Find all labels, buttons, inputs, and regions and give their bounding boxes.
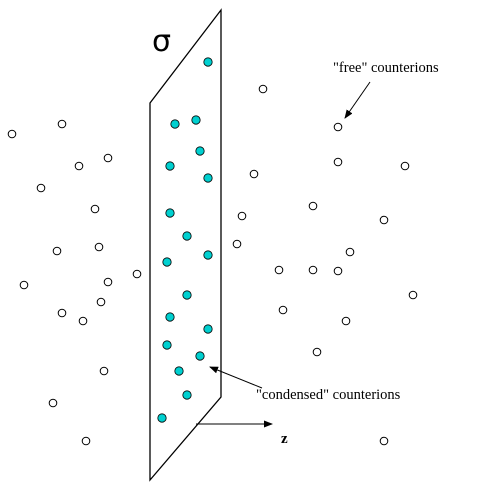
free-counterion — [232, 239, 242, 249]
free-counterion — [400, 161, 410, 171]
free-counterion — [74, 161, 84, 171]
free-counterion — [96, 297, 106, 307]
free-counterion — [94, 242, 104, 252]
free-counterion — [308, 265, 318, 275]
condensed-counterion — [170, 119, 180, 129]
free-counterion — [237, 211, 247, 221]
free-counterion — [52, 246, 62, 256]
free-counterion — [36, 183, 46, 193]
free-counterion — [278, 305, 288, 315]
free-counterion — [341, 316, 351, 326]
free-counterion — [379, 436, 389, 446]
condensed-counterion — [162, 257, 172, 267]
free-counterion — [90, 204, 100, 214]
free-counterion — [308, 201, 318, 211]
free-counterion — [274, 265, 284, 275]
condensed-counterion — [162, 340, 172, 350]
condensed-counterion — [174, 366, 184, 376]
condensed-counterion — [157, 413, 167, 423]
free-counterion — [99, 366, 109, 376]
condensed-counterions-arrow — [209, 366, 263, 389]
free-counterion — [57, 308, 67, 318]
free-counterion — [333, 122, 343, 132]
condensed-counterion — [195, 351, 205, 361]
free-counterion — [379, 215, 389, 225]
condensed-counterion — [182, 290, 192, 300]
condensed-counterion — [182, 231, 192, 241]
free-counterion — [48, 398, 58, 408]
free-counterion — [132, 269, 142, 279]
z-axis-label: z — [281, 431, 288, 447]
sigma-label: σ — [152, 24, 171, 59]
free-counterion — [103, 153, 113, 163]
free-counterion — [249, 169, 259, 179]
condensed-counterion — [203, 173, 213, 183]
condensed-counterion — [165, 161, 175, 171]
condensed-counterion — [182, 390, 192, 400]
free-counterion — [312, 347, 322, 357]
free-counterion — [19, 280, 29, 290]
free-counterion — [258, 84, 268, 94]
free-counterion — [7, 129, 17, 139]
free-counterion — [345, 247, 355, 257]
free-counterions-label: "free" counterions — [333, 60, 439, 76]
condensed-counterion — [165, 208, 175, 218]
free-counterion — [103, 277, 113, 287]
free-counterion — [408, 290, 418, 300]
condensed-counterion — [195, 146, 205, 156]
free-counterions-arrow — [344, 81, 371, 119]
condensed-counterion — [203, 57, 213, 67]
free-counterion — [333, 266, 343, 276]
condensed-counterions-label: "condensed" counterions — [256, 387, 401, 403]
free-counterion — [81, 436, 91, 446]
condensed-counterion — [165, 312, 175, 322]
free-counterion — [57, 119, 67, 129]
charged-plane — [149, 8, 222, 482]
condensed-counterion — [191, 115, 201, 125]
condensed-counterion — [203, 324, 213, 334]
condensed-counterion — [203, 250, 213, 260]
condensed-counterions — [157, 57, 213, 423]
free-counterion — [78, 316, 88, 326]
free-counterions — [7, 84, 418, 446]
free-counterion — [333, 157, 343, 167]
